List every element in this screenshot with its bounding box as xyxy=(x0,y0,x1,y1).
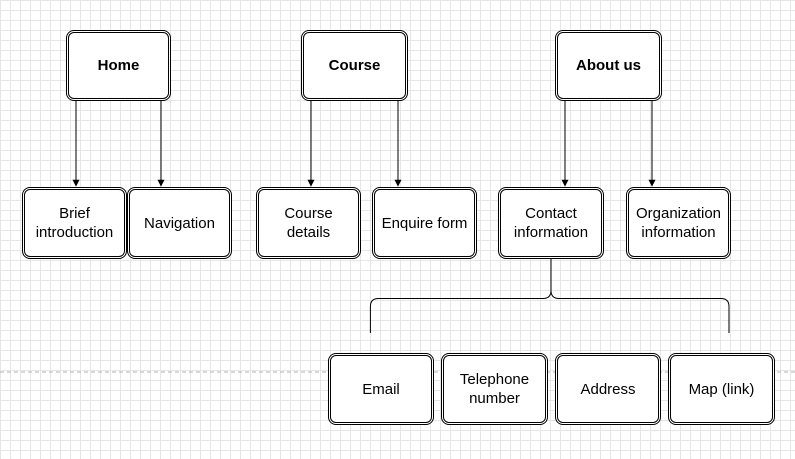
course-details-node[interactable]: Course details xyxy=(256,187,361,259)
organization-information-node[interactable]: Organization information xyxy=(626,187,731,259)
enquire-form-node[interactable]: Enquire form xyxy=(372,187,477,259)
email-node[interactable]: Email xyxy=(328,353,434,425)
navigation-node[interactable]: Navigation xyxy=(127,187,232,259)
about-us-node[interactable]: About us xyxy=(555,30,662,101)
address-node[interactable]: Address xyxy=(555,353,661,425)
course-node[interactable]: Course xyxy=(301,30,408,101)
contact-information-node[interactable]: Contact information xyxy=(498,187,604,259)
brief-introduction-node[interactable]: Brief introduction xyxy=(22,187,127,259)
home-node[interactable]: Home xyxy=(66,30,171,101)
contact-brace-connector xyxy=(369,259,730,333)
edge-group xyxy=(72,101,730,333)
map-link-node[interactable]: Map (link) xyxy=(668,353,775,425)
telephone-number-node[interactable]: Telephone number xyxy=(441,353,548,425)
